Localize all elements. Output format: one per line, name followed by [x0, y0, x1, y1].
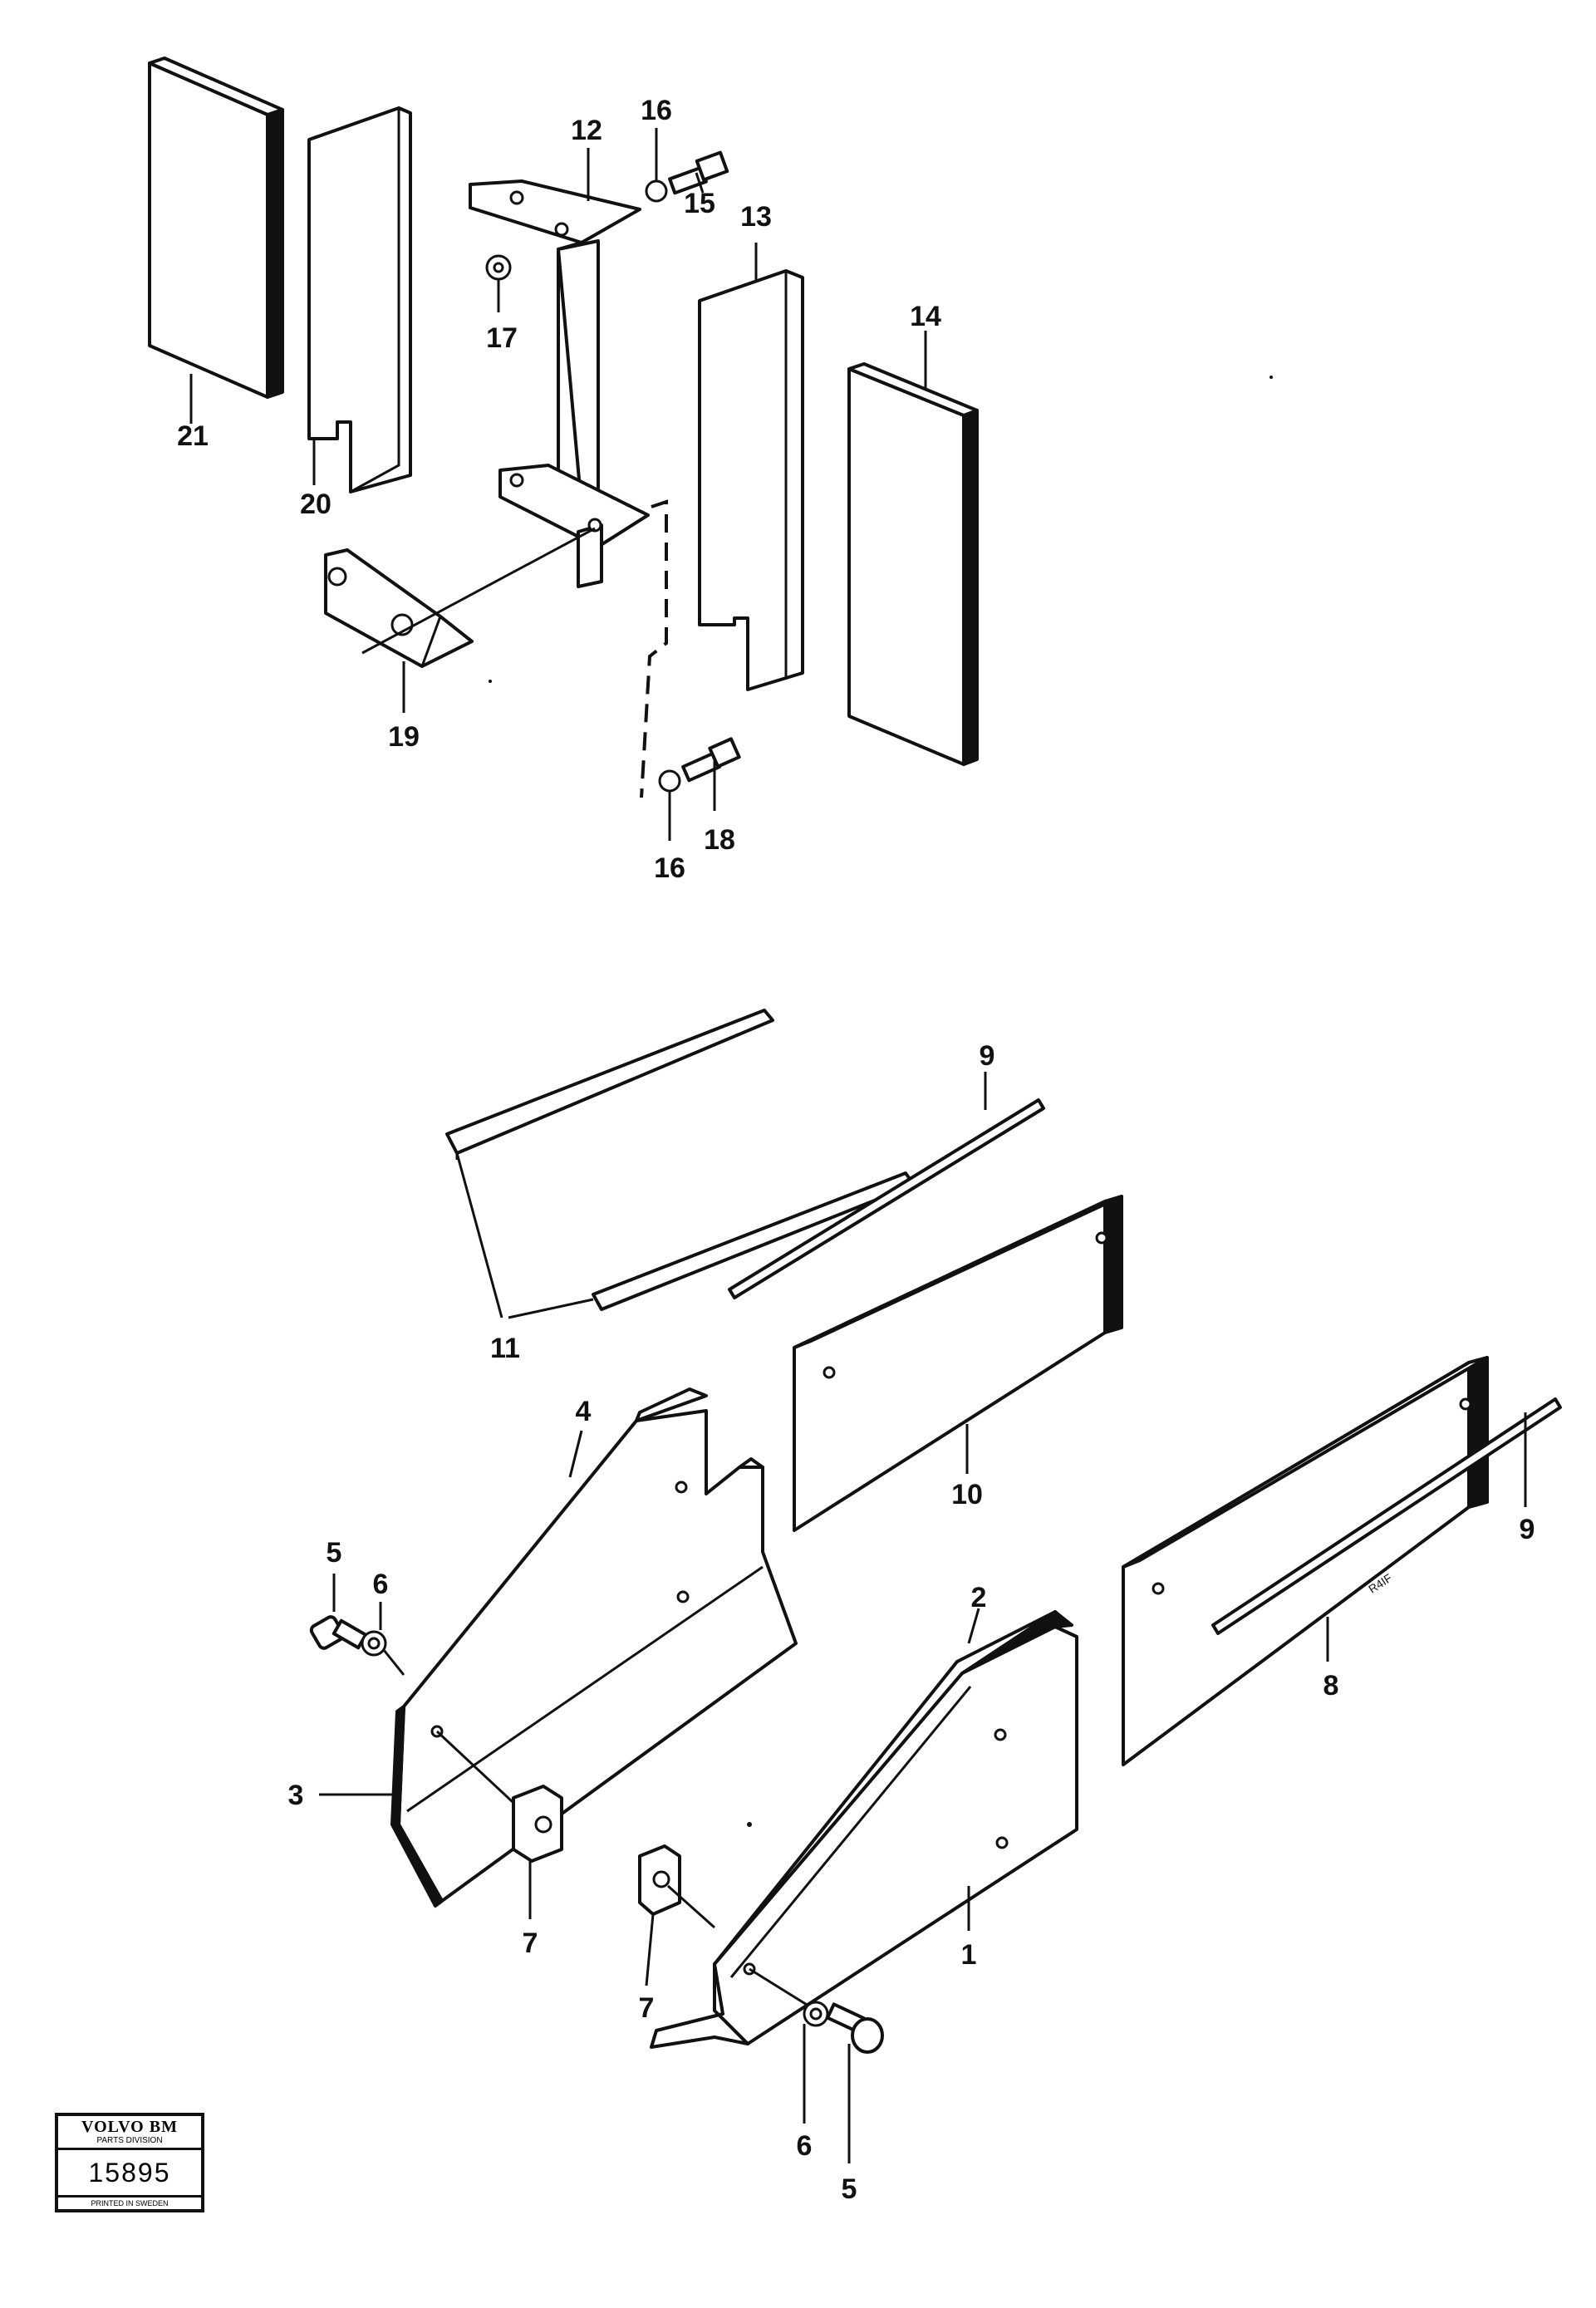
callout-11: 11 — [490, 1333, 520, 1364]
callout-10: 10 — [951, 1479, 983, 1510]
callout-5-right: 5 — [842, 2173, 857, 2205]
part-20-notched-panel — [307, 106, 412, 494]
stamp-division: PARTS DIVISION — [58, 2136, 201, 2150]
part-2-fender-right — [650, 1610, 1078, 2049]
part-9-rod-lower — [1211, 1397, 1562, 1635]
stamp-number: 15895 — [88, 2158, 171, 2188]
callout-13: 13 — [740, 201, 772, 233]
part-10-panel — [793, 1195, 1123, 1532]
part-9-rod-upper — [728, 1098, 1045, 1299]
callout-3: 3 — [288, 1780, 304, 1811]
callout-16-lower: 16 — [654, 852, 685, 884]
callout-7-right: 7 — [639, 1992, 655, 2024]
part-19-angle-bracket — [324, 527, 596, 668]
callout-1: 1 — [961, 1939, 977, 1971]
leader-lines — [189, 128, 1527, 2163]
stamp-printed: PRINTED IN SWEDEN — [58, 2195, 201, 2209]
callout-21: 21 — [177, 420, 209, 452]
part-13-notched-panel — [698, 269, 804, 691]
part-21-panel — [148, 56, 284, 399]
callout-2: 2 — [971, 1582, 987, 1613]
part-7-clip-left — [512, 1785, 563, 1863]
callout-19: 19 — [388, 721, 420, 753]
nut-17 — [485, 254, 512, 281]
stamp-brand: VOLVO BM — [81, 2118, 178, 2136]
callout-6-right: 6 — [797, 2130, 813, 2162]
part-4-fender-left — [390, 1387, 798, 1908]
assembly-path-line — [640, 499, 668, 798]
part-7-clip-right — [638, 1844, 715, 1929]
stray-dot — [747, 1822, 752, 1827]
volvo-parts-stamp: VOLVO BM PARTS DIVISION 15895 PRINTED IN… — [55, 2113, 204, 2212]
callout-20: 20 — [300, 489, 331, 520]
washer-6-left — [361, 1630, 405, 1676]
callout-5-left: 5 — [327, 1537, 342, 1569]
screw-5-left — [309, 1615, 368, 1650]
callout-6-left: 6 — [373, 1569, 389, 1600]
screw-18 — [658, 737, 741, 793]
callout-18: 18 — [704, 824, 735, 856]
callout-16-upper: 16 — [641, 95, 672, 126]
part-8-panel: R4IF — [1122, 1356, 1489, 1766]
callout-labels: 21 20 12 16 15 17 13 14 19 16 18 9 11 10… — [177, 95, 1535, 2205]
callout-17: 17 — [486, 322, 518, 354]
callout-9-lower: 9 — [1520, 1514, 1535, 1545]
washer-6-right — [803, 2001, 829, 2027]
part-14-panel — [847, 362, 979, 766]
part-12-bracket-frame — [469, 179, 650, 588]
callout-8: 8 — [1323, 1670, 1339, 1702]
callout-7-left: 7 — [523, 1927, 538, 1959]
callout-4: 4 — [576, 1396, 592, 1427]
callout-12: 12 — [571, 115, 602, 146]
part-11-strips — [445, 1009, 916, 1311]
callout-15: 15 — [684, 188, 715, 219]
stray-dot — [1269, 376, 1273, 379]
stray-dot — [489, 680, 492, 683]
callout-9-upper: 9 — [980, 1040, 995, 1072]
screw-5-right — [826, 2002, 884, 2054]
callout-14: 14 — [910, 301, 941, 332]
